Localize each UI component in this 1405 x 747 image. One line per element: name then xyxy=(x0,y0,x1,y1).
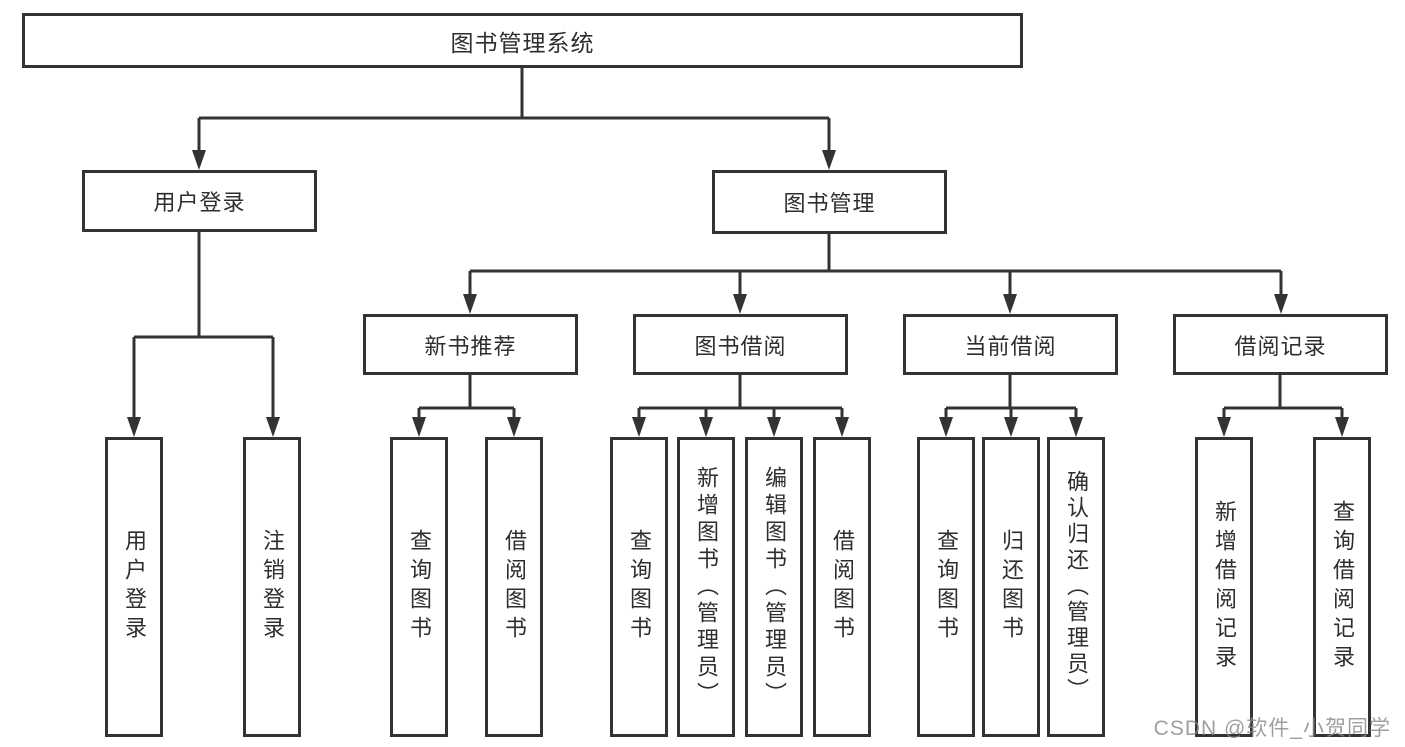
connector-borrow-record-to-leaves xyxy=(1222,375,1344,420)
leaf-recommend-query-books: 查询图书 xyxy=(390,437,448,737)
node-current-borrowing: 当前借阅 xyxy=(903,314,1118,375)
leaf-current-confirm-return-admin: 确认归还（管理员） xyxy=(1047,437,1105,737)
leaf-current-return-books: 归还图书 xyxy=(982,437,1040,737)
node-library-management-system: 图书管理系统 xyxy=(22,13,1023,68)
connector-current-borrow-to-leaves xyxy=(944,375,1078,420)
leaf-records-add-borrow-record: 新增借阅记录 xyxy=(1195,437,1253,737)
connector-book-borrow-to-leaves xyxy=(637,375,844,420)
node-new-book-recommendation: 新书推荐 xyxy=(363,314,578,375)
connector-new-book-rec-to-leaves xyxy=(417,375,516,420)
arrowheads xyxy=(127,150,1349,437)
leaf-current-query-books: 查询图书 xyxy=(917,437,975,737)
node-borrowing-records: 借阅记录 xyxy=(1173,314,1388,375)
csdn-watermark: CSDN @软件_小贺同学 xyxy=(1153,717,1391,740)
leaf-borrowing-borrow-books: 借阅图书 xyxy=(813,437,871,737)
leaf-logout: 注销登录 xyxy=(243,437,301,737)
leaf-borrowing-query-books: 查询图书 xyxy=(610,437,668,737)
leaf-recommend-borrow-books: 借阅图书 xyxy=(485,437,543,737)
connector-user-login-to-leaves xyxy=(132,232,275,420)
node-book-borrowing: 图书借阅 xyxy=(633,314,848,375)
connector-book-mgmt-to-level3 xyxy=(468,234,1283,297)
connector-root-to-level2 xyxy=(197,68,831,153)
leaf-borrowing-edit-books-admin: 编辑图书（管理员） xyxy=(745,437,803,737)
node-user-login: 用户登录 xyxy=(82,170,317,232)
leaf-borrowing-add-books-admin: 新增图书（管理员） xyxy=(677,437,735,737)
leaf-user-login: 用户登录 xyxy=(105,437,163,737)
leaf-records-query-borrow-record: 查询借阅记录 xyxy=(1313,437,1371,737)
node-book-management: 图书管理 xyxy=(712,170,947,234)
